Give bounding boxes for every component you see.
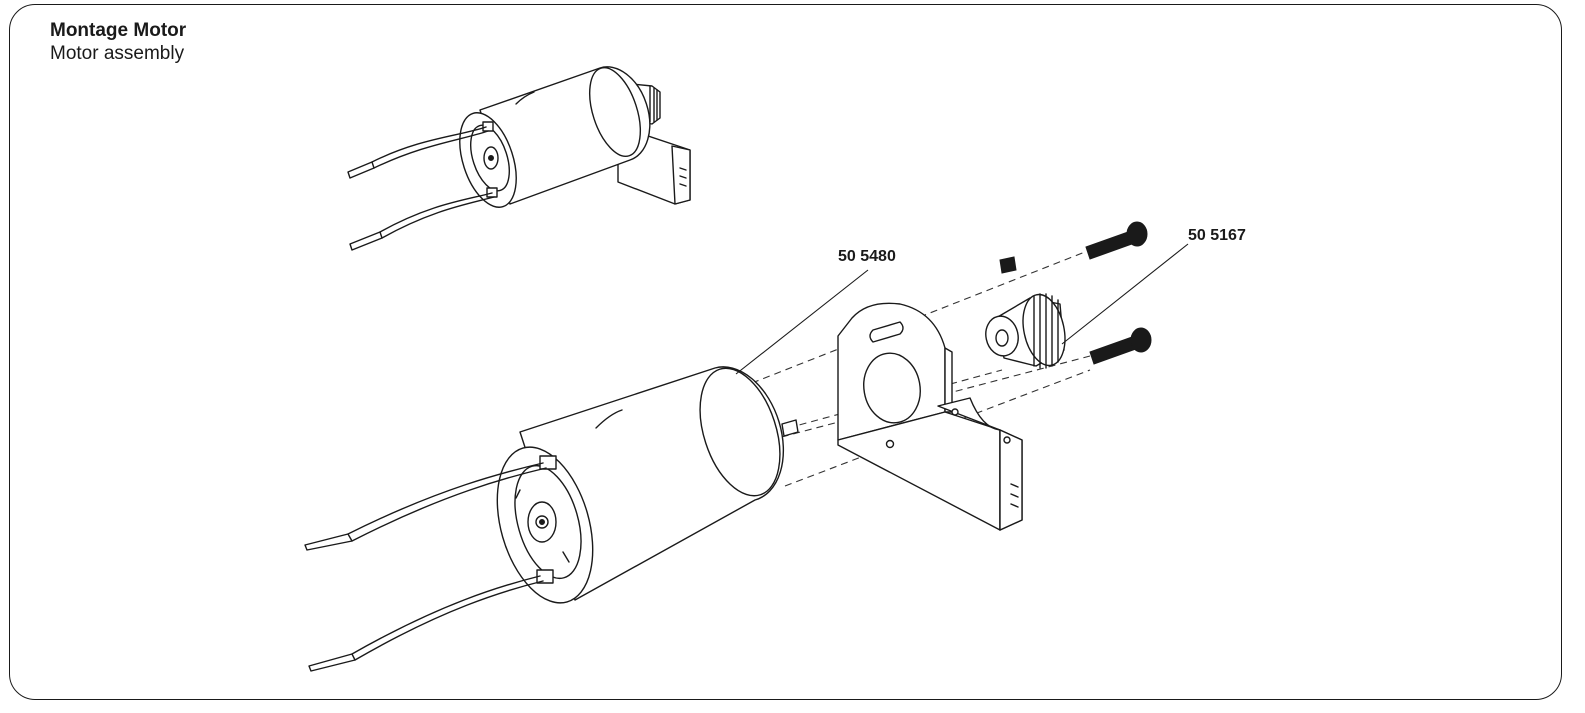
assembled-motor-illustration (347, 66, 691, 251)
diagram-title: Montage Motor (50, 20, 187, 41)
screw-lower (1089, 327, 1152, 365)
diagram-frame (9, 4, 1562, 700)
leader-line-50-5480 (735, 269, 869, 375)
motor (304, 366, 799, 672)
screw-upper (1085, 221, 1148, 260)
motor-mount (837, 302, 1023, 531)
part-label-50-5167: 50 5167 (1188, 227, 1246, 244)
part-label-50-5480: 50 5480 (838, 248, 896, 265)
set-screw (999, 256, 1017, 274)
leader-line-50-5167 (1061, 243, 1189, 345)
pinion-gear (985, 293, 1066, 369)
diagram-subtitle: Motor assembly (50, 43, 185, 64)
title-block: Montage Motor Motor assembly (50, 19, 186, 65)
